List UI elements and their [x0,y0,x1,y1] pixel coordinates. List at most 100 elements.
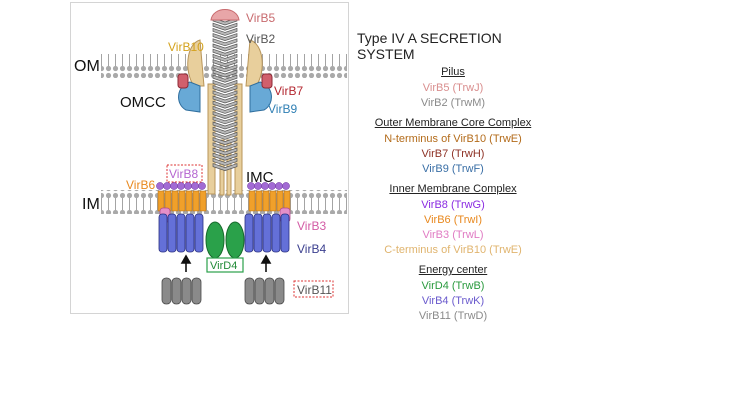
virb11-left-shape [161,277,202,305]
pilus-subunit [212,79,238,88]
legend-item: VirB7 (TrwH) [421,148,485,160]
legend-item: VirB3 (TrwL) [422,229,484,241]
legend-item: N-terminus of VirB10 (TrwE) [384,133,522,145]
legend-title: Type IV A SECRETION SYSTEM [357,30,502,62]
virb7-shape [177,73,273,89]
virb6-label: VirB6 [126,178,155,192]
pilus-subunit [212,105,238,114]
pilus-subunit [212,142,238,151]
pilus-subunit [212,116,238,125]
pilus-subunit [212,64,238,73]
arrow-icon [180,254,272,272]
pilus-subunit [212,95,238,104]
virb11-highlight-box [293,280,334,298]
virb11-subunit [181,277,192,305]
virb10-label: VirB10 [168,40,204,54]
pilus-subunit [212,43,238,52]
omcc-label: OMCC [120,94,166,111]
legend-item: VirB11 (TrwD) [418,310,488,322]
pilus-subunit [212,33,238,41]
virb6-shape [157,190,291,212]
virb2-label: VirB2 [246,32,275,46]
vird4-shape [205,221,245,259]
pilus-subunit [212,90,238,99]
vird4-label: VirD4 [210,260,237,272]
legend-item: VirB4 (TrwK) [421,295,485,307]
virb5-tip [210,9,240,21]
virb4-left-shape [158,213,204,253]
virb8-subunit [191,182,199,190]
pilus-subunit [212,48,238,57]
legend-item: C-terminus of VirB10 (TrwE) [384,244,522,256]
virb4-subunit [185,213,195,253]
virb6-subunit [269,190,277,212]
virb6-subunit [262,190,270,212]
virb11-subunit [244,277,255,305]
imc-label: IMC [246,169,274,186]
pilus-subunit [212,152,238,161]
virb11-subunit [254,277,265,305]
pilus-subunit [212,85,238,93]
virb6-subunit [171,190,179,212]
virb8-label: VirB8 [169,167,198,181]
virb8-subunit [177,182,185,190]
vird4-highlight-box [206,257,244,273]
pilus-virb2 [212,17,238,171]
legend-section-heading: Energy center [418,264,488,276]
pilus-subunit [212,74,238,83]
virb6-subunit [255,190,263,212]
virb4-right-shape [244,213,290,253]
virb6-subunit [185,190,193,212]
virb4-subunit [194,213,204,253]
virb6-subunit [192,190,200,212]
pilus-subunit [212,27,238,36]
virb4-label: VirB4 [297,242,326,256]
pilus-subunit [212,131,238,140]
pilus-subunit [212,121,238,130]
virb11-subunit [161,277,172,305]
virb4-subunit [167,213,177,253]
virb4-subunit [158,213,168,253]
pilus-subunit [212,17,238,26]
pilus-subunit [212,100,238,109]
virb7-label: VirB7 [274,84,303,98]
pilus-subunit [212,53,238,62]
virb4-subunit [253,213,263,253]
virb11-label: VirB11 [297,283,332,297]
pilus-subunit [212,22,238,31]
virb4-subunit [176,213,186,253]
pilus-subunit [212,137,238,145]
virb8-shape [156,182,290,190]
virb4-subunit [280,213,290,253]
legend-item: VirB9 (TrwF) [422,163,484,175]
virb5-label: VirB5 [246,11,275,25]
virb11-subunit [274,277,285,305]
virb8-subunit [163,182,171,190]
virb11-subunit [191,277,202,305]
virb11-subunit [171,277,182,305]
virb3-label: VirB3 [297,219,326,233]
virb8-subunit [170,182,178,190]
virb8-subunit [282,182,290,190]
pilus-subunit [212,38,238,47]
virb6-subunit [248,190,256,212]
virb8-subunit [198,182,206,190]
pilus-subunit [212,111,238,119]
pilus-subunit [212,147,238,156]
virb8-subunit [184,182,192,190]
virb6-subunit [178,190,186,212]
legend-item: VirB6 (TrwI) [423,214,483,226]
virb6-subunit [199,190,207,212]
virb9-shape [178,81,272,113]
legend-item: VirB5 (TrwJ) [422,82,484,94]
virb8-subunit [275,182,283,190]
pilus-subunit [212,126,238,135]
legend-item: VirB2 (TrwM) [420,97,486,109]
